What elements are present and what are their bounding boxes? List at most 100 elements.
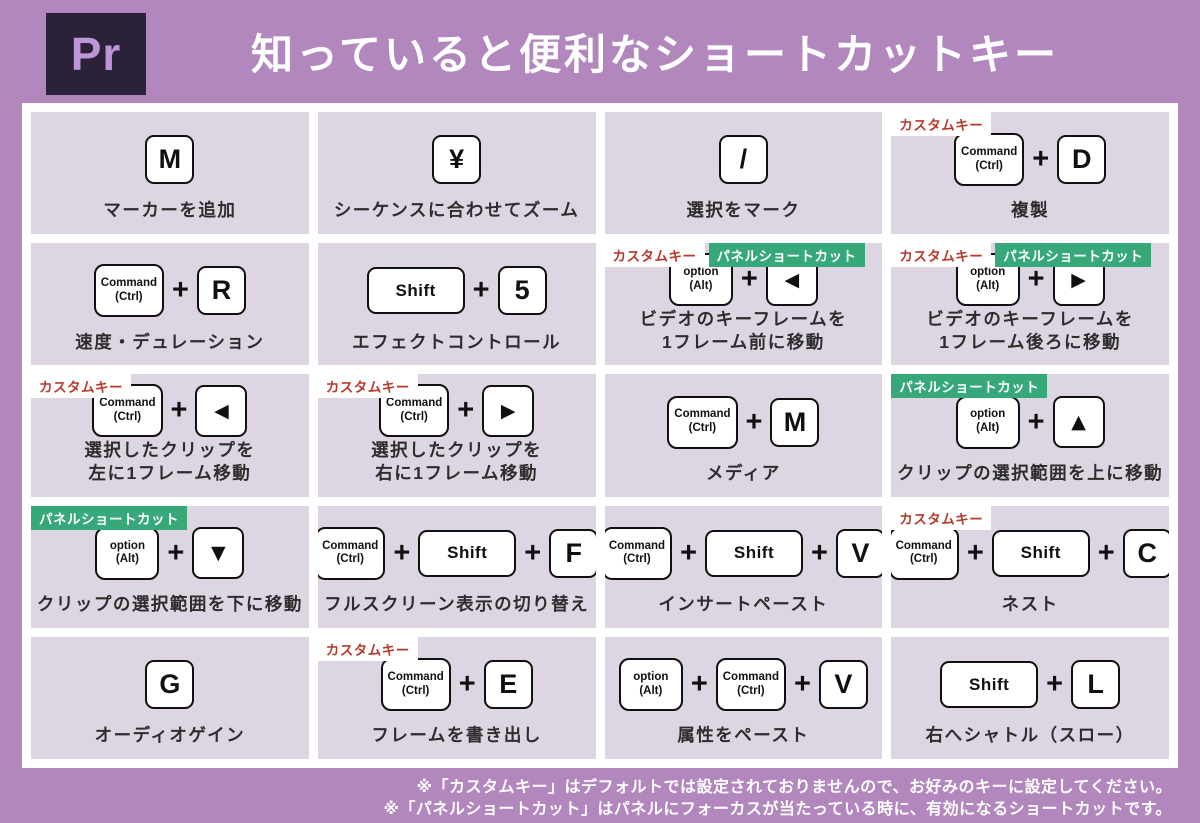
plus-separator: + <box>457 394 475 427</box>
plus-separator: + <box>170 394 188 427</box>
shortcut-label: オーディオゲイン <box>94 725 246 746</box>
shortcut-label: 複製 <box>1011 200 1050 221</box>
badge-row: パネルショートカット <box>891 374 1048 399</box>
plus-separator: + <box>793 668 811 701</box>
key-cap: M <box>145 135 195 185</box>
keys-row: Command (Ctrl)+Shift+F <box>317 514 596 593</box>
key-cap: / <box>718 135 768 185</box>
key-cap: Command (Ctrl) <box>954 133 1025 187</box>
key-cap: C <box>1122 528 1169 578</box>
plus-separator: + <box>472 274 490 307</box>
key-cap: Command (Ctrl) <box>715 658 786 712</box>
key-cap: Shift <box>940 661 1039 709</box>
plus-separator: + <box>680 536 697 569</box>
plus-separator: + <box>393 536 411 569</box>
keys-row: Command (Ctrl)+R <box>31 251 309 330</box>
key-cap: ▶ <box>482 384 535 437</box>
key-cap: Command (Ctrl) <box>891 526 959 580</box>
shortcut-label: シーケンスに合わせてズーム <box>333 200 580 221</box>
key-cap: Shift <box>366 267 465 315</box>
shortcut-label: 選択したクリップを 右に1フレーム移動 <box>371 440 543 483</box>
keys-row: ¥ <box>318 120 596 199</box>
plus-separator: + <box>1032 143 1050 176</box>
plus-separator: + <box>690 668 708 701</box>
shortcut-cell: / 選択をマーク <box>604 112 883 235</box>
plus-separator: + <box>172 274 189 307</box>
footer-note-panel-shortcut: ※「パネルショートカット」はパネルにフォーカスが当たっている時に、有効になるショ… <box>383 800 1172 818</box>
key-cap: Command (Ctrl) <box>317 526 386 580</box>
shortcut-label: インサートペースト <box>658 594 829 615</box>
key-cap: ¥ <box>432 135 482 185</box>
shortcut-cell: M マーカーを追加 <box>31 112 309 235</box>
custom-key-badge: カスタムキー <box>891 112 992 136</box>
badge-row: カスタムキー <box>891 112 992 136</box>
keys-row: M <box>31 120 309 199</box>
key-cap: Shift <box>418 529 517 577</box>
page-title: 知っていると便利なショートカットキー <box>251 31 1059 78</box>
shortcut-label: ネスト <box>1001 594 1059 615</box>
keys-row: option (Alt)+Command (Ctrl)+V <box>605 645 883 724</box>
custom-key-badge: カスタムキー <box>891 505 992 530</box>
plus-separator: + <box>740 263 758 296</box>
premiere-pro-logo-text: Pr <box>70 28 122 80</box>
footer-note-custom-key: ※「カスタムキー」はデフォルトでは設定されておりませんので、お好みのキーに設定し… <box>416 778 1172 796</box>
premiere-pro-logo: Pr <box>46 13 146 95</box>
keys-row: / <box>605 120 883 199</box>
shortcut-label: クリップの選択範囲を上に移動 <box>897 462 1164 483</box>
keys-row: Command (Ctrl)+M <box>605 382 883 461</box>
key-cap: M <box>770 397 820 447</box>
header: Pr 知っていると便利なショートカットキー <box>0 0 1200 103</box>
key-cap: ▲ <box>1052 396 1105 449</box>
keys-row: Command (Ctrl)+E <box>318 645 596 724</box>
plus-separator: + <box>167 536 185 569</box>
badge-row: カスタムキー <box>31 374 131 399</box>
shortcut-label: ビデオのキーフレームを 1フレーム後ろに移動 <box>926 308 1134 352</box>
custom-key-badge: カスタムキー <box>604 243 705 268</box>
shortcut-label: ビデオのキーフレームを 1フレーム前に移動 <box>639 308 848 352</box>
shortcut-label: マーカーを追加 <box>103 200 237 221</box>
badge-row: カスタムキー <box>317 636 418 661</box>
key-cap: D <box>1057 135 1107 185</box>
shortcut-label: フルスクリーン表示の切り替え <box>324 594 590 615</box>
key-cap: option (Alt) <box>955 395 1020 449</box>
key-cap: Command (Ctrl) <box>379 384 450 438</box>
key-cap: R <box>196 266 246 316</box>
shortcut-label: メディア <box>705 462 781 483</box>
keys-row: Command (Ctrl)+Shift+V <box>604 514 883 593</box>
plus-separator: + <box>811 536 828 569</box>
keys-row: Command (Ctrl)+Shift+C <box>891 514 1169 593</box>
custom-key-badge: カスタムキー <box>317 374 418 399</box>
key-cap: ▼ <box>192 527 245 580</box>
plus-separator: + <box>966 536 984 569</box>
shortcut-label: 属性をペースト <box>677 725 810 746</box>
plus-separator: + <box>1027 405 1045 438</box>
custom-key-badge: カスタムキー <box>317 636 418 661</box>
shortcut-label: 選択したクリップを 左に1フレーム移動 <box>84 440 256 483</box>
key-cap: L <box>1071 660 1121 710</box>
custom-key-badge: カスタムキー <box>31 374 131 399</box>
badge-row: カスタムキーパネルショートカット <box>604 243 865 268</box>
shortcut-label: 選択をマーク <box>686 200 801 221</box>
plus-separator: + <box>1046 668 1064 701</box>
keys-row: option (Alt)+▲ <box>891 382 1169 461</box>
badge-row: カスタムキー <box>891 505 992 530</box>
key-cap: F <box>549 528 596 578</box>
shortcut-label: エフェクトコントロール <box>352 331 562 352</box>
custom-key-badge: カスタムキー <box>891 243 992 268</box>
panel-shortcut-badge: パネルショートカット <box>891 374 1048 399</box>
